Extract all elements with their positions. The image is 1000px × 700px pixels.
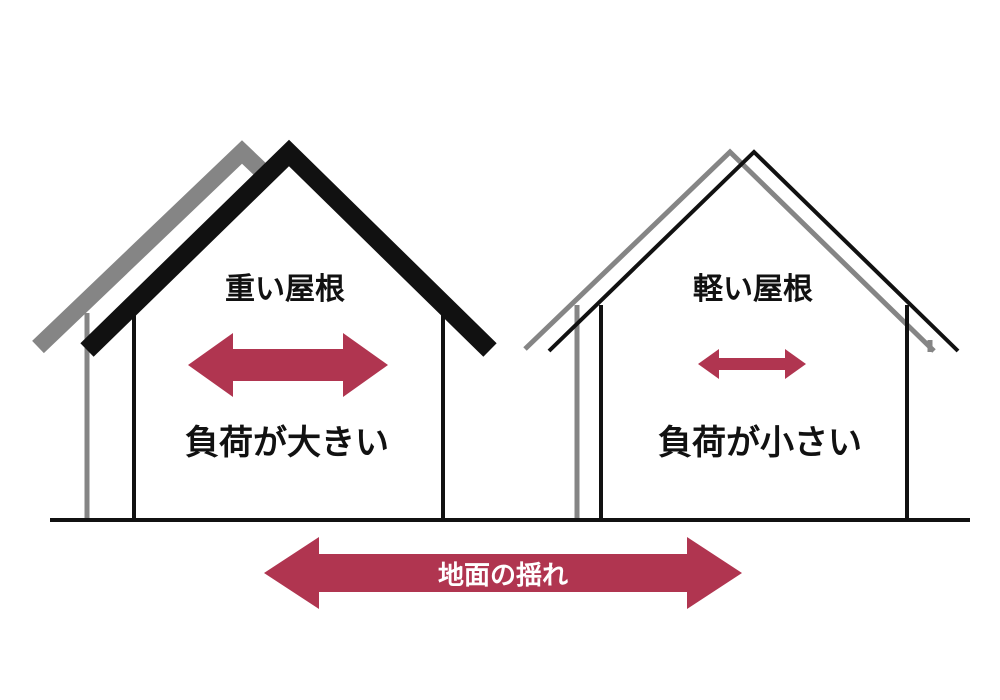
heavy-roof-caption: 負荷が大きい (185, 423, 389, 463)
light-house-sway-roof (523, 148, 936, 353)
ground-shaking-arrow-group: 地面の揺れ (264, 537, 742, 609)
ground-shaking-label: 地面の揺れ (438, 561, 568, 591)
heavy-load-arrow (188, 333, 388, 397)
light-house-sway-outline (523, 148, 936, 520)
light-roof (547, 149, 960, 353)
heavy-roof (80, 139, 497, 357)
light-load-arrow (698, 349, 806, 379)
heavy-roof-house: 重い屋根 負荷が大きい (32, 139, 497, 520)
heavy-house-outline (80, 139, 497, 520)
heavy-house-sway-roof (32, 140, 270, 354)
heavy-roof-title: 重い屋根 (225, 272, 345, 307)
light-roof-house: 軽い屋根 負荷が小さい (523, 148, 960, 520)
ground-shaking-arrow (264, 537, 742, 609)
light-roof-title: 軽い屋根 (693, 272, 813, 307)
light-house-outline (547, 149, 960, 520)
light-roof-caption: 負荷が小さい (658, 423, 862, 463)
